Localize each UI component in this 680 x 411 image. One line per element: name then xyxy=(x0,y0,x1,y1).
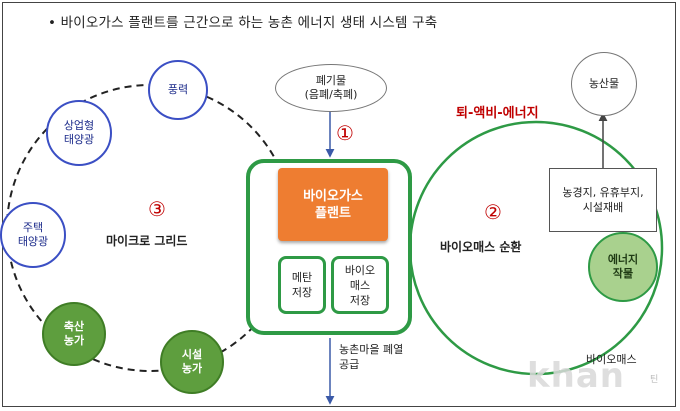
commercial-solar-node: 상업형 태양광 xyxy=(46,100,112,166)
loop2-title: 바이오매스 순환 xyxy=(440,240,522,254)
livestock-farm-node: 축산 농가 xyxy=(42,302,106,366)
land-box: 농경지, 유휴부지, 시설재배 xyxy=(549,168,657,232)
wind-node: 풍력 xyxy=(148,60,208,120)
waste-input-node: 폐기물 (음폐/축폐) xyxy=(275,64,387,112)
energy-crop-node: 에너지 작물 xyxy=(588,232,658,302)
loop3-number: ③ xyxy=(148,197,166,221)
diagram-frame xyxy=(2,2,676,407)
page-title: • 바이오가스 플랜트를 근간으로 하는 농촌 에너지 생태 시스템 구축 xyxy=(48,15,438,31)
house-solar-node: 주택 태양광 xyxy=(0,202,66,268)
watermark-small: 틴 xyxy=(650,375,659,385)
methane-storage: 메탄 저장 xyxy=(278,256,326,314)
watermark-logo: khan xyxy=(527,356,625,396)
biomass-storage: 바이오 매스 저장 xyxy=(331,256,389,314)
loop3-title: 마이크로 그리드 xyxy=(106,234,188,248)
biogas-plant-core: 바이오가스 플랜트 xyxy=(278,168,388,241)
heat-output-label: 농촌마을 폐열 공급 xyxy=(339,343,404,371)
loop2-number: ② xyxy=(484,200,502,224)
harvest-node: 농산물 xyxy=(571,52,637,116)
biomass-bottom-label: 바이오매스 xyxy=(586,353,637,366)
loop1-number: ① xyxy=(336,121,354,145)
loop2-top-label: 퇴-액비-에너지 xyxy=(456,106,539,121)
facility-farm-node: 시설 농가 xyxy=(160,330,224,394)
